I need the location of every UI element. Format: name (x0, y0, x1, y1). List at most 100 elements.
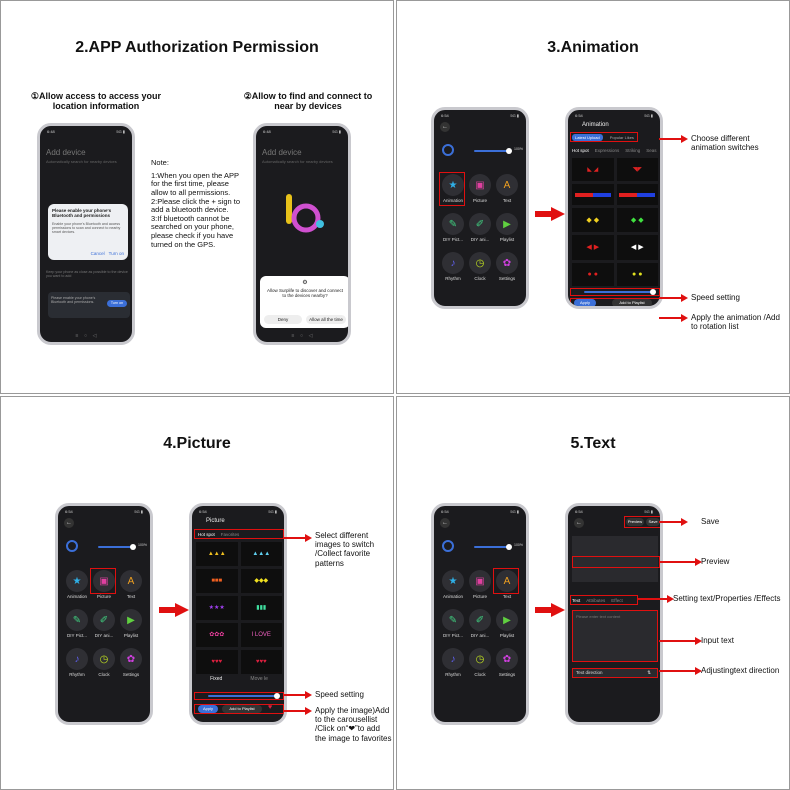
direction-icon: ⇅ (647, 670, 651, 675)
playlist-icon[interactable]: ▶ (496, 609, 518, 631)
settings-icon[interactable]: ✿ (120, 648, 142, 670)
picture-icon[interactable]: ▣ (93, 570, 115, 592)
tab-attributes[interactable]: Attributes (586, 598, 606, 603)
back-icon[interactable]: ← (64, 518, 74, 528)
mode-move[interactable]: Move le (250, 676, 268, 682)
tab-favorites[interactable]: Favorites (220, 532, 240, 537)
back-icon[interactable]: ← (574, 518, 584, 528)
rhythm-icon[interactable]: ♪ (442, 252, 464, 274)
text-icon[interactable]: A (496, 174, 518, 196)
add-playlist-button[interactable]: Add to Playlist (612, 299, 652, 306)
rhythm-icon[interactable]: ♪ (66, 648, 88, 670)
tab-text[interactable]: Text (572, 598, 581, 603)
bt-dialog: Please enable your phone's Bluetooth and… (48, 204, 128, 260)
animation-icon[interactable]: ★ (442, 570, 464, 592)
text-input-placeholder: Please enter text content (576, 614, 621, 619)
ann-save: Save (701, 517, 720, 526)
clock-icon[interactable]: ◷ (93, 648, 115, 670)
diy-picture-icon[interactable]: ✎ (442, 609, 464, 631)
clock-icon[interactable]: ◷ (469, 648, 491, 670)
ann-direction: Adjustingtext direction (701, 666, 780, 675)
power-icon[interactable] (442, 144, 454, 156)
tab-hot-spot[interactable]: Hot spot (198, 532, 215, 537)
ann-speed: Speed setting (691, 293, 740, 302)
transition-arrow (159, 603, 189, 617)
power-icon[interactable] (66, 540, 78, 552)
brightness-slider[interactable] (474, 546, 510, 548)
note-line-1: 1:When you open the APP for the first ti… (151, 170, 239, 197)
tab-effect[interactable]: Effect (611, 598, 623, 603)
subtab-hot[interactable]: Hot spot (572, 148, 589, 153)
favorite-heart-icon[interactable]: ♥ (268, 704, 273, 711)
picture-icon[interactable]: ▣ (469, 174, 491, 196)
mode-fixed[interactable]: Fixed (210, 676, 223, 682)
ann-select: Select different images to switch /Colle… (315, 531, 375, 568)
back-icon[interactable]: ← (440, 518, 450, 528)
animation-grid[interactable]: ◣ ◢ ◥◤ ◆ ◆ ◆ ◆ ◀ ▶ ◀ ▶ ● ● ● ● (572, 158, 658, 286)
text-icon[interactable]: A (120, 570, 142, 592)
diy-animation-icon[interactable]: ✐ (469, 609, 491, 631)
diy-animation-icon[interactable]: ✐ (93, 609, 115, 631)
ann-setting: Setting text/Properties /Effects (673, 594, 781, 603)
picture-grid[interactable]: ▲▲▲ ▲▲▲ ■■■ ◆◆◆ ★★★ ▮▮▮ ✿✿✿ I LOVE ♥♥♥ ♥… (196, 542, 282, 674)
bt-card-button[interactable]: Turn on (107, 300, 127, 307)
transition-arrow (535, 603, 565, 617)
clock-icon[interactable]: ◷ (469, 252, 491, 274)
save-button[interactable]: Save (646, 518, 660, 526)
add-device-title: Add device (46, 148, 86, 157)
apply-button[interactable]: Apply (574, 299, 596, 306)
tab-popular[interactable]: Popular Likes (609, 135, 634, 140)
tab-latest[interactable]: Latest Upload (572, 134, 603, 141)
allow-dialog-text: Allow Surplife to discover and connect t… (266, 288, 344, 298)
ann-switch: Choose different animation switches (691, 134, 759, 153)
allow-dialog: ⚙ Allow Surplife to discover and connect… (260, 276, 348, 328)
ann-apply: Apply the animation /Add to rotation lis… (691, 313, 780, 332)
add-playlist-button[interactable]: Add to Playlist (222, 705, 262, 713)
section-title: 2.APP Authorization Permission (75, 39, 319, 56)
deny-button[interactable]: Deny (264, 315, 302, 324)
settings-icon[interactable]: ✿ (496, 252, 518, 274)
bt-dialog-body: Enable your phone's Bluetooth and access… (52, 222, 121, 234)
power-icon[interactable] (442, 540, 454, 552)
subtab-seas[interactable]: Seas (646, 148, 657, 153)
preview-button[interactable]: Preview (626, 518, 644, 526)
logo-icon (282, 188, 326, 238)
bt-turn-on-button[interactable]: Turn on (108, 251, 124, 256)
rhythm-icon[interactable]: ♪ (442, 648, 464, 670)
note-line-2: 2:Please click the + sign to add a bluet… (151, 196, 241, 215)
apply-button[interactable]: Apply (198, 705, 218, 713)
speed-slider[interactable] (584, 291, 652, 293)
diy-picture-icon[interactable]: ✎ (66, 609, 88, 631)
brightness-slider[interactable] (98, 546, 134, 548)
text-icon[interactable]: A (496, 570, 518, 592)
subtab-striking[interactable]: Striking (625, 148, 641, 153)
allow-all-button[interactable]: Allow all the time (306, 315, 346, 324)
bt-card-text: Please enable your phone's Bluetooth and… (51, 296, 96, 304)
screen-title: Animation (582, 122, 609, 128)
add-device-sub: Automatically search for nearby devices (46, 159, 117, 164)
bt-cancel-button[interactable]: Cancel (90, 251, 105, 256)
diy-picture-icon[interactable]: ✎ (442, 213, 464, 235)
section-authorization: 2.APP Authorization Permission ①Allow ac… (0, 0, 394, 394)
subtab-expr[interactable]: Expressions (594, 148, 620, 153)
playlist-icon[interactable]: ▶ (496, 213, 518, 235)
picture-icon[interactable]: ▣ (469, 570, 491, 592)
brightness-slider[interactable] (474, 150, 510, 152)
back-icon[interactable]: ← (440, 122, 450, 132)
animation-icon[interactable]: ★ (66, 570, 88, 592)
playlist-icon[interactable]: ▶ (120, 609, 142, 631)
caption-nearby: ②Allow to find and connect to near by de… (243, 91, 373, 112)
text-input[interactable]: Please enter text content (572, 610, 658, 662)
animation-icon[interactable]: ★ (442, 174, 464, 196)
settings-icon[interactable]: ✿ (496, 648, 518, 670)
text-direction-row[interactable]: Text direction ⇅ (572, 668, 658, 678)
speed-slider[interactable] (208, 695, 276, 697)
diy-animation-icon[interactable]: ✐ (469, 213, 491, 235)
preview-area (572, 536, 658, 582)
